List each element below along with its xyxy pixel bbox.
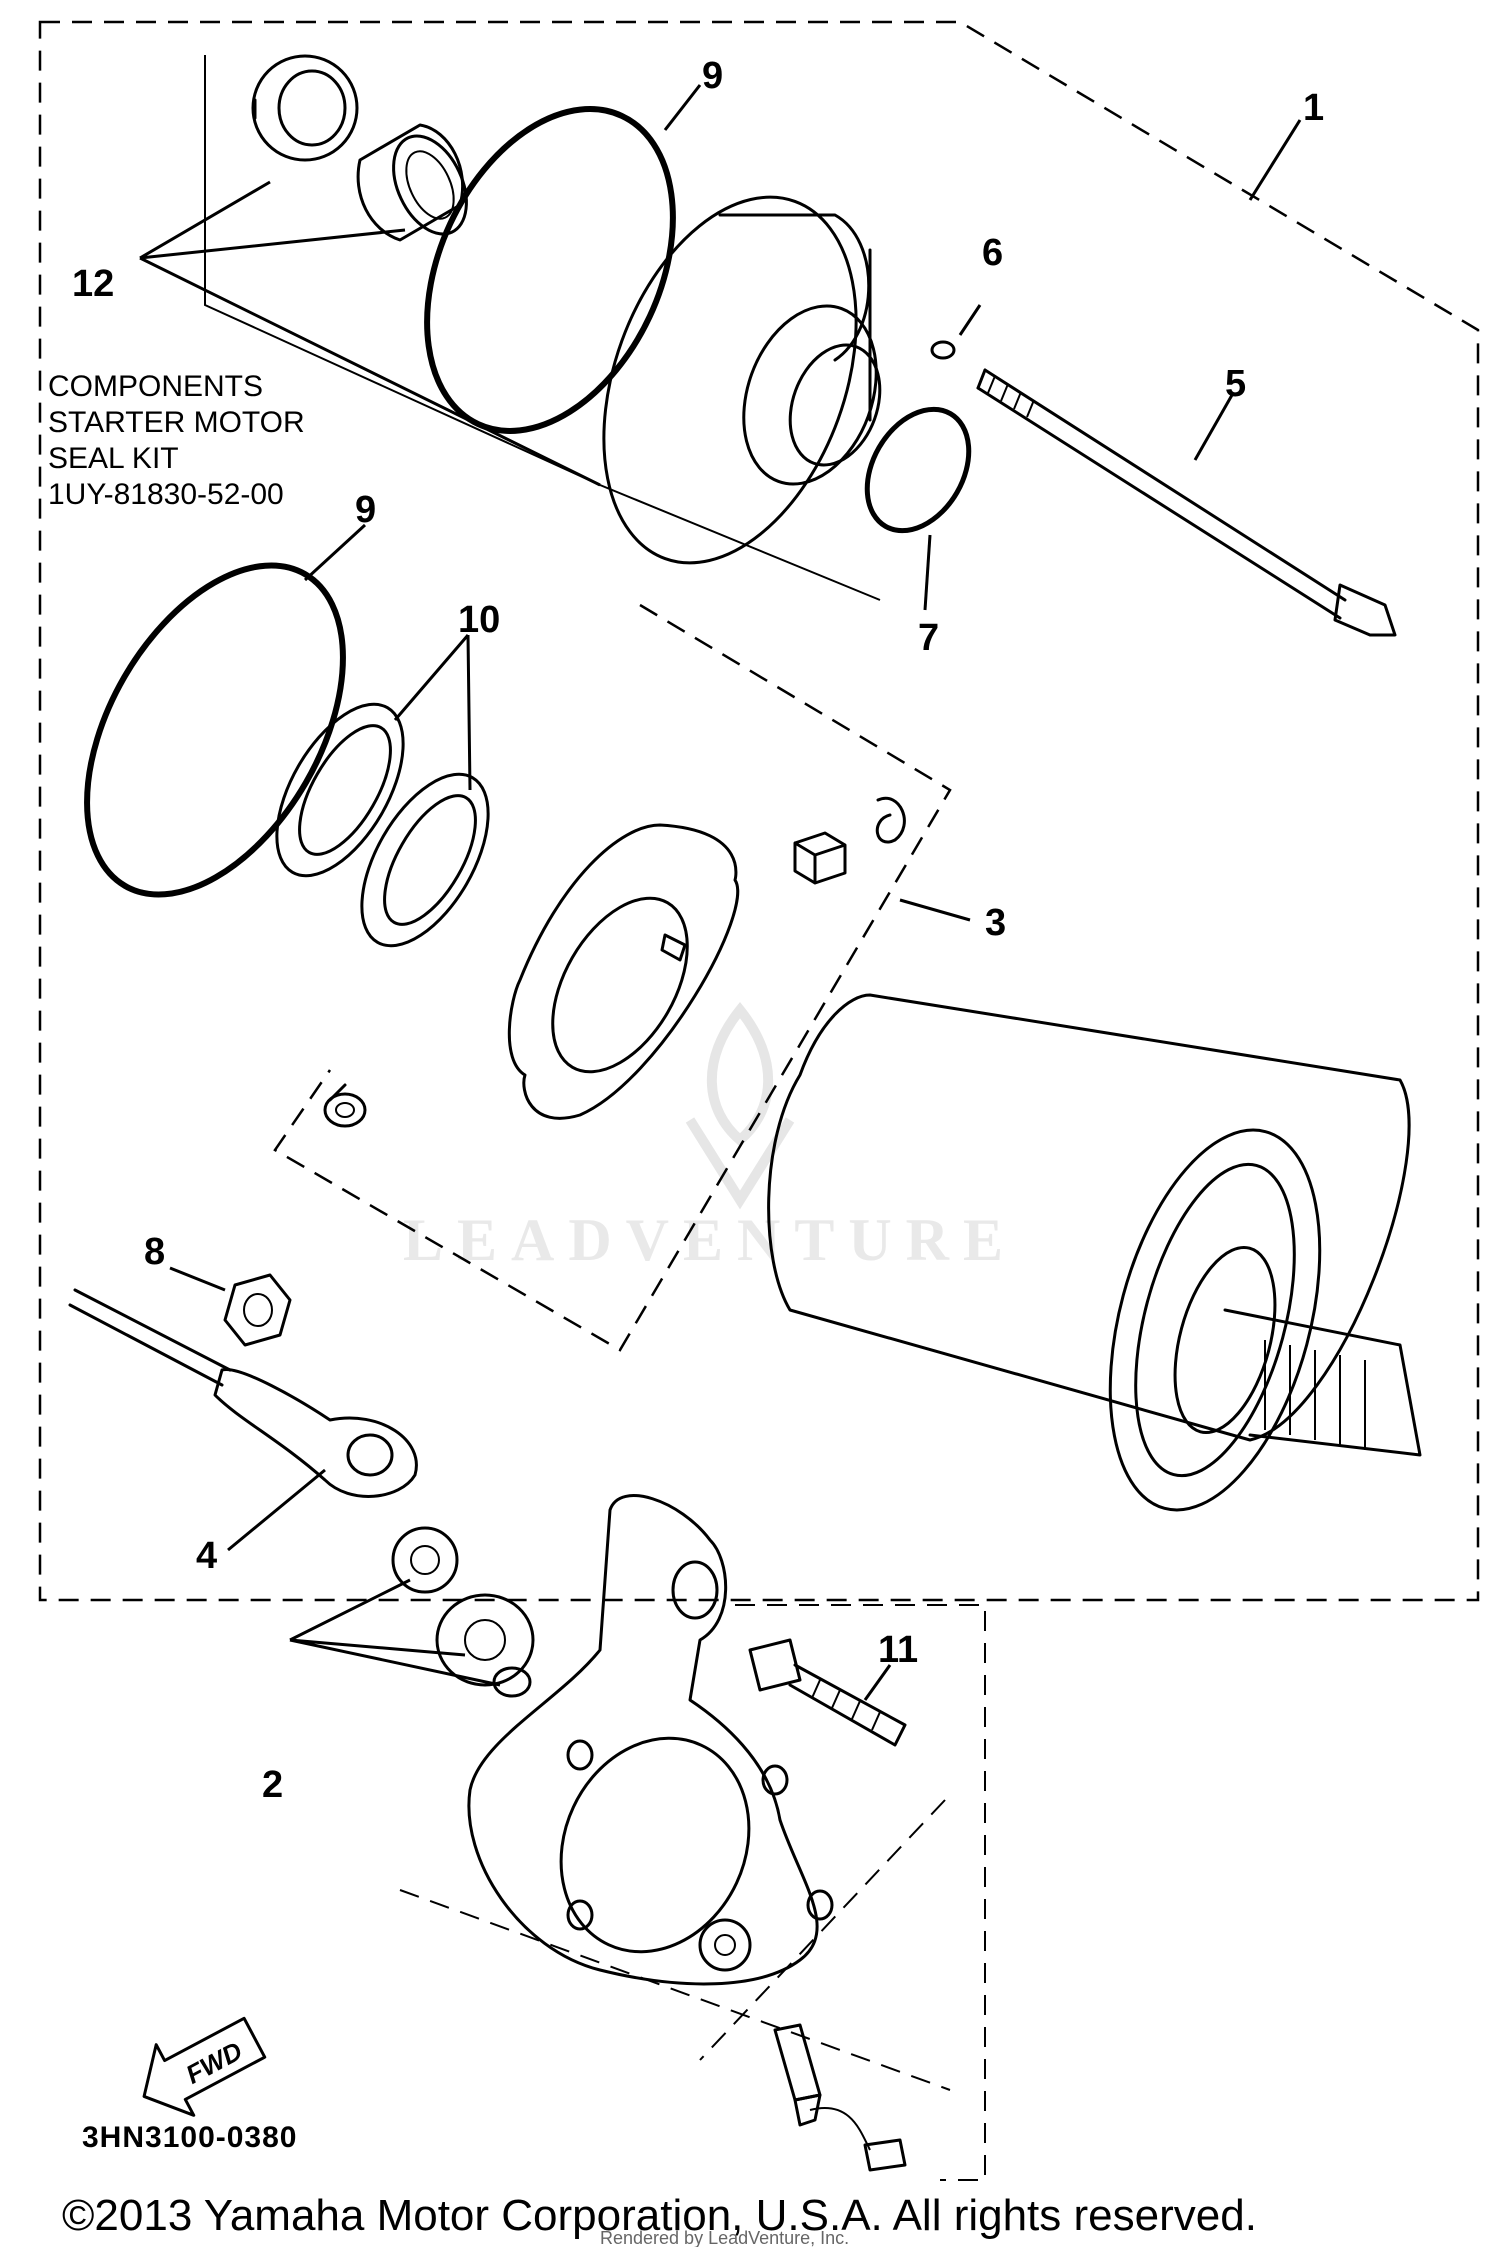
copyright-notice: ©2013 Yamaha Motor Corporation, U.S.A. A… [62, 2191, 1257, 2240]
brush-holder-frame [399, 1799, 951, 2091]
oil-seal-part [251, 54, 359, 162]
fwd-arrow-icon: FWD [142, 2016, 267, 2117]
drawing-code: 3HN3100-0380 [82, 2121, 297, 2154]
o-ring-seven [864, 406, 972, 534]
washer-set-part [275, 702, 490, 948]
seal-kit-note-line-1: COMPONENTS [48, 370, 263, 403]
lead-wire-part [68, 1288, 418, 1498]
brush-plate-part [507, 823, 740, 1120]
watermark: LEADVENTURE [403, 1001, 1017, 1273]
seal-kit-note-line-4: 1UY-81830-52-00 [48, 478, 284, 511]
callout-3: 3 [985, 902, 1006, 944]
bolt-frame [735, 1604, 986, 2181]
terminal-bolt-part [773, 2023, 907, 2172]
o-ring-lower [84, 562, 346, 898]
callout-5: 5 [1225, 363, 1246, 405]
front-cover-part [602, 195, 882, 565]
small-o-ring [930, 340, 956, 360]
needle-bearing-part [356, 123, 468, 242]
seal-kit-note-line-3: SEAL KIT [48, 442, 179, 475]
callout-7: 7 [918, 617, 939, 659]
callout-11: 11 [878, 1629, 918, 1671]
brush-set-frame [273, 603, 952, 1352]
callout-1: 1 [1303, 87, 1324, 129]
fwd-label: FWD [181, 2035, 248, 2089]
callout-8: 8 [144, 1231, 165, 1273]
yoke-armature-part [767, 993, 1422, 1512]
callout-6: 6 [982, 232, 1003, 274]
assembly-outline [38, 20, 1480, 1602]
callout-9-upper: 9 [702, 55, 723, 97]
bolt-eleven-part [748, 1638, 907, 1747]
footer-small-print: Rendered by LeadVenture, Inc. [600, 2228, 849, 2247]
callout-10: 10 [458, 599, 500, 641]
seal-kit-note-line-2: STARTER MOTOR [48, 406, 305, 439]
callout-9-lower: 9 [355, 489, 376, 531]
long-bolt-part [976, 368, 1397, 637]
watermark-text: LEADVENTURE [403, 1207, 1017, 1273]
brush-block [793, 831, 847, 885]
leader-lines [139, 84, 1302, 1701]
rear-cover-part [467, 1494, 834, 1986]
callout-4: 4 [196, 1535, 217, 1577]
watermark-logo-icon [685, 1001, 795, 1210]
nut-part [223, 1273, 292, 1347]
callout-2: 2 [262, 1764, 283, 1806]
insulator-parts [391, 1526, 535, 1698]
seal-kit-note: COMPONENTS STARTER MOTOR SEAL KIT 1UY-81… [48, 370, 305, 511]
brush-spring-lower [323, 1083, 367, 1128]
callout-12: 12 [72, 263, 114, 305]
seal-kit-frame [204, 55, 881, 601]
brush-spring-upper [875, 796, 906, 844]
callout-numbers: 1 2 3 4 5 6 7 8 9 9 10 11 12 [72, 55, 1324, 1806]
